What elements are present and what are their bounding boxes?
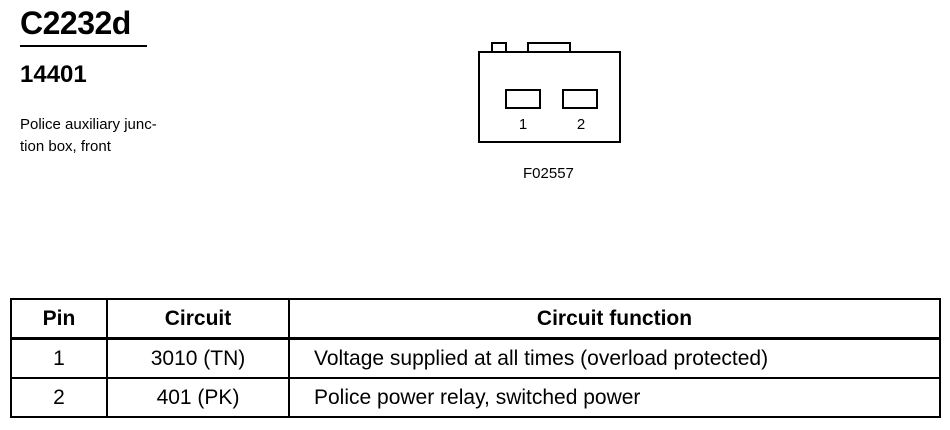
figure-code: F02557: [523, 165, 574, 182]
pin-label-1: 1: [519, 116, 527, 133]
table-header-row: Pin Circuit Circuit function: [10, 298, 941, 340]
cell-circuit-function: Voltage supplied at all times (overload …: [288, 337, 941, 379]
cell-pin: 1: [10, 337, 108, 379]
cell-circuit: 401 (PK): [106, 377, 290, 418]
pin-cavity-1: [505, 89, 541, 109]
table-row: 1 3010 (TN) Voltage supplied at all time…: [10, 337, 941, 379]
table-row: 2 401 (PK) Police power relay, switched …: [10, 377, 941, 418]
header-circuit-function: Circuit function: [288, 298, 941, 340]
title-underline: [20, 45, 147, 47]
header-pin: Pin: [10, 298, 108, 340]
connector-description: Police auxiliary junc- tion box, front: [20, 114, 200, 158]
part-number: 14401: [20, 61, 87, 88]
cell-circuit-function: Police power relay, switched power: [288, 377, 941, 418]
connector-locking-tab-left: [491, 42, 507, 53]
connector-locking-tab-right: [527, 42, 571, 53]
pinout-table: Pin Circuit Circuit function 1 3010 (TN)…: [10, 298, 941, 418]
description-line-1: Police auxiliary junc-: [20, 116, 157, 133]
pin-label-2: 2: [577, 116, 585, 133]
connector-id: C2232d: [20, 5, 131, 41]
cell-pin: 2: [10, 377, 108, 418]
cell-circuit: 3010 (TN): [106, 337, 290, 379]
connector-face-diagram: 1 2: [478, 42, 621, 143]
header-circuit: Circuit: [106, 298, 290, 340]
connector-body: [478, 51, 621, 143]
pin-cavity-2: [562, 89, 598, 109]
description-line-2: tion box, front: [20, 138, 111, 155]
